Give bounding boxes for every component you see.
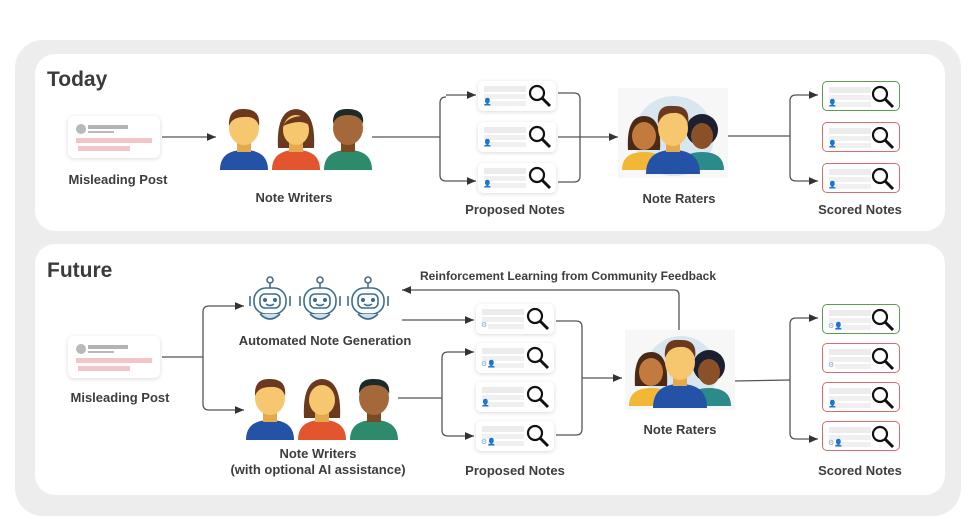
note-writers-icon bbox=[246, 378, 398, 440]
magnifier-icon bbox=[526, 307, 550, 331]
magnifier-icon bbox=[871, 85, 895, 109]
scored-notes-label: Scored Notes bbox=[818, 463, 902, 478]
person-icon: 👤 bbox=[483, 181, 492, 188]
note-writers-label: Note Writers bbox=[255, 190, 333, 205]
person-icon: 👤 bbox=[481, 400, 490, 407]
robot-person-icon: ⚙👤 bbox=[828, 440, 843, 447]
scored-note-not-helpful: 👤 bbox=[822, 382, 900, 412]
robot-icon: ⚙ bbox=[481, 322, 488, 329]
magnifier-icon bbox=[871, 126, 895, 150]
person-icon: 👤 bbox=[828, 141, 837, 148]
magnifier-icon bbox=[528, 84, 552, 108]
person-icon: 👤 bbox=[828, 182, 837, 189]
misleading-post-card bbox=[68, 336, 160, 378]
magnifier-icon bbox=[528, 166, 552, 190]
proposed-note-3: 👤 bbox=[478, 163, 556, 193]
magnifier-icon bbox=[871, 386, 895, 410]
proposed-note-2: 👤 bbox=[478, 122, 556, 152]
avatar bbox=[76, 124, 86, 134]
person-icon: 👤 bbox=[828, 401, 837, 408]
robot-person-icon: ⚙👤 bbox=[828, 323, 843, 330]
scored-note-helpful: ⚙👤 bbox=[822, 304, 900, 334]
bracket-proposed bbox=[439, 96, 447, 182]
scored-note-helpful: 👤 bbox=[822, 81, 900, 111]
avatar bbox=[76, 344, 86, 354]
robots-icon bbox=[249, 276, 389, 320]
note-raters-label: Note Raters bbox=[643, 422, 717, 437]
note-raters-icon bbox=[625, 330, 735, 410]
proposed-note-ai-human: ⚙👤 bbox=[476, 343, 554, 373]
scored-notes-label: Scored Notes bbox=[818, 202, 902, 217]
proposed-note-1: 👤 bbox=[478, 81, 556, 111]
magnifier-icon bbox=[526, 346, 550, 370]
magnifier-icon bbox=[871, 167, 895, 191]
magnifier-icon bbox=[871, 308, 895, 332]
note-writers-icon bbox=[220, 108, 372, 170]
person-icon: 👤 bbox=[483, 99, 492, 106]
robot-icon: ⚙ bbox=[828, 362, 835, 369]
robot-person-icon: ⚙👤 bbox=[481, 439, 496, 446]
magnifier-icon bbox=[871, 425, 895, 449]
scored-note-not-helpful: ⚙👤 bbox=[822, 421, 900, 451]
proposed-note-ai-human: ⚙👤 bbox=[476, 421, 554, 451]
proposed-notes-label: Proposed Notes bbox=[465, 463, 565, 478]
feedback-arrow bbox=[402, 286, 680, 330]
proposed-notes-label: Proposed Notes bbox=[465, 202, 565, 217]
automated-note-generation-label: Automated Note Generation bbox=[238, 333, 412, 348]
proposed-note-human: 👤 bbox=[476, 382, 554, 412]
scored-note-not-helpful: 👤 bbox=[822, 163, 900, 193]
misleading-post-label: Misleading Post bbox=[68, 172, 168, 187]
person-icon: 👤 bbox=[828, 100, 837, 107]
scored-note-not-helpful: ⚙ bbox=[822, 343, 900, 373]
magnifier-icon bbox=[871, 347, 895, 371]
feedback-label: Reinforcement Learning from Community Fe… bbox=[419, 269, 717, 283]
misleading-post-label: Misleading Post bbox=[70, 390, 170, 405]
today-title: Today bbox=[47, 68, 108, 91]
note-raters-label: Note Raters bbox=[642, 191, 716, 206]
magnifier-icon bbox=[526, 424, 550, 448]
note-writers-label: Note Writers bbox=[279, 446, 357, 461]
note-writers-sublabel: (with optional AI assistance) bbox=[230, 462, 406, 477]
magnifier-icon bbox=[526, 385, 550, 409]
note-raters-icon bbox=[618, 88, 728, 178]
misleading-post-card bbox=[68, 116, 160, 158]
proposed-note-ai: ⚙ bbox=[476, 304, 554, 334]
robot-person-icon: ⚙👤 bbox=[481, 361, 496, 368]
scored-note-not-helpful: 👤 bbox=[822, 122, 900, 152]
future-title: Future bbox=[47, 259, 113, 282]
person-icon: 👤 bbox=[483, 140, 492, 147]
magnifier-icon bbox=[528, 125, 552, 149]
